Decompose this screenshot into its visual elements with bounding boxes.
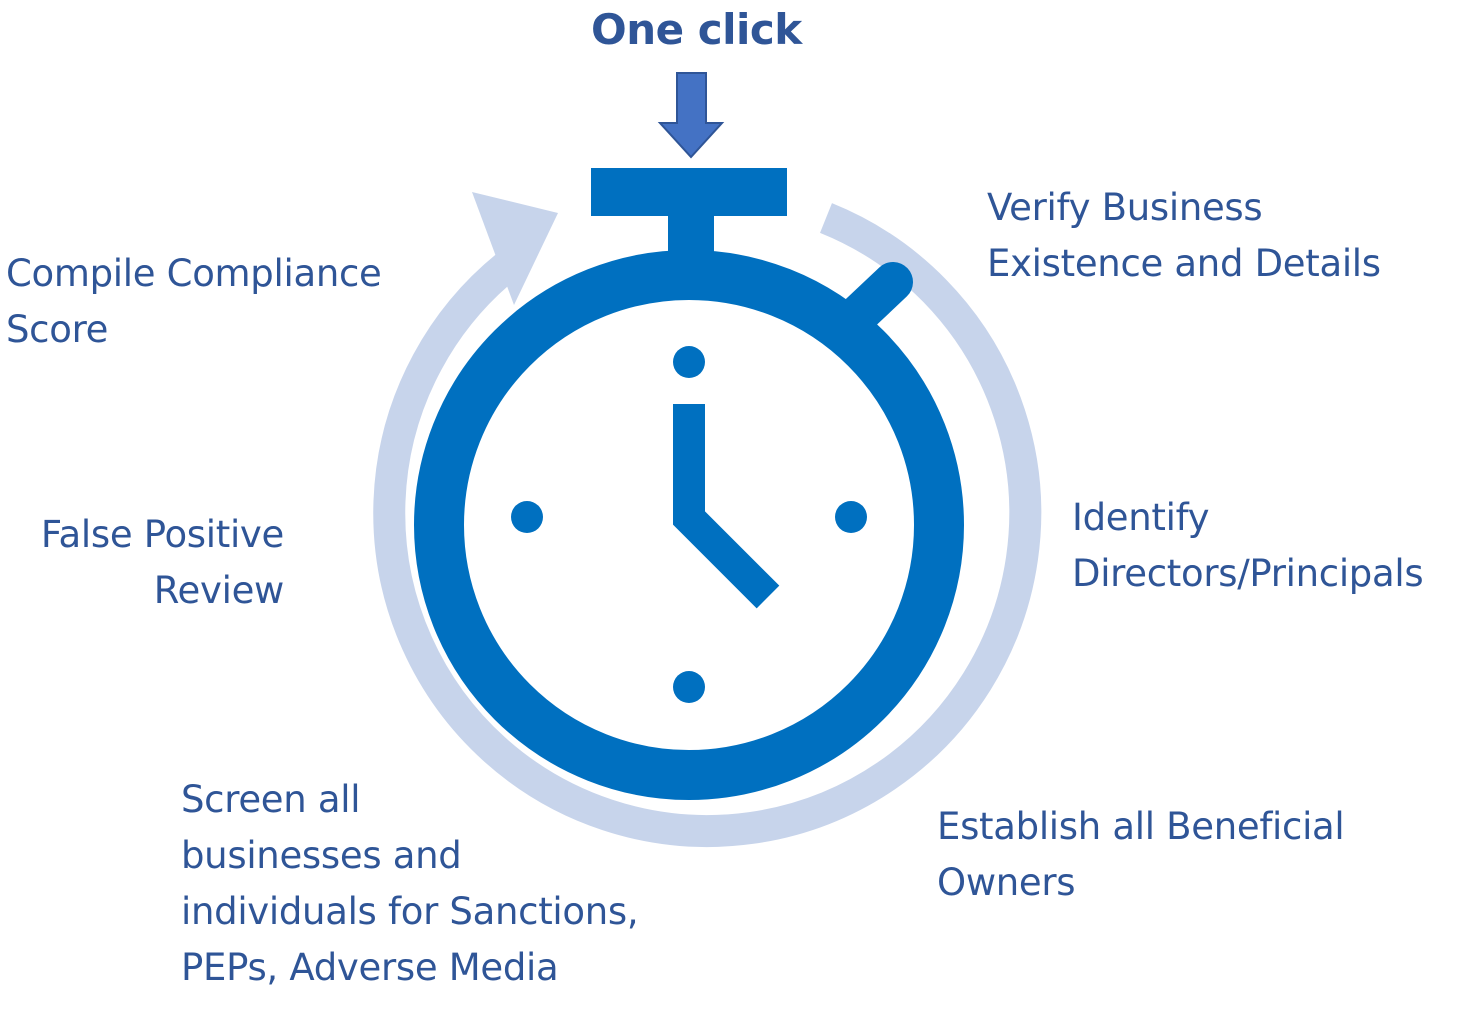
- clock-dot-3: [835, 501, 867, 533]
- clock-dot-9: [511, 501, 543, 533]
- step-label-screen: Screen all businesses and individuals fo…: [181, 772, 639, 996]
- step-screen-line-2: businesses and: [181, 834, 462, 877]
- step-screen-line-3: individuals for Sanctions,: [181, 890, 639, 933]
- circular-arrow-icon: [373, 192, 1042, 847]
- step-compile-line-1: Compile Compliance: [6, 252, 382, 295]
- arrow-down-icon: [657, 72, 725, 159]
- step-establish-line-2: Owners: [937, 861, 1076, 904]
- step-identify-line-1: Identify: [1072, 496, 1210, 539]
- step-false-positive-line-2: Review: [153, 569, 285, 612]
- click-arrow: [657, 72, 725, 159]
- step-verify-line-1: Verify Business: [987, 186, 1263, 229]
- cycle-ring: [373, 203, 1042, 847]
- stopwatch-stem: [668, 214, 714, 256]
- step-label-identify: Identify Directors/Principals: [1072, 490, 1424, 602]
- step-establish-line-1: Establish all Beneficial: [937, 805, 1345, 848]
- stopwatch-icon: [414, 168, 964, 800]
- clock-dot-6: [673, 671, 705, 703]
- step-screen-line-4: PEPs, Adverse Media: [181, 946, 559, 989]
- step-label-verify: Verify Business Existence and Details: [987, 180, 1381, 292]
- step-identify-line-2: Directors/Principals: [1072, 552, 1424, 595]
- step-false-positive-line-1: False Positive: [40, 513, 284, 556]
- step-screen-line-1: Screen all: [181, 778, 361, 821]
- cycle-arrowhead: [472, 192, 558, 305]
- step-compile-line-2: Score: [6, 308, 109, 351]
- step-label-false-positive: False Positive Review: [30, 507, 284, 619]
- clock-hands: [673, 404, 780, 609]
- step-label-establish: Establish all Beneficial Owners: [937, 799, 1345, 911]
- clock-dot-12: [673, 346, 705, 378]
- step-verify-line-2: Existence and Details: [987, 242, 1381, 285]
- stopwatch-top-button: [591, 168, 787, 216]
- diagram-title: One click: [591, 5, 802, 54]
- step-label-compile: Compile Compliance Score: [6, 246, 382, 358]
- stopwatch-side-button: [838, 262, 913, 335]
